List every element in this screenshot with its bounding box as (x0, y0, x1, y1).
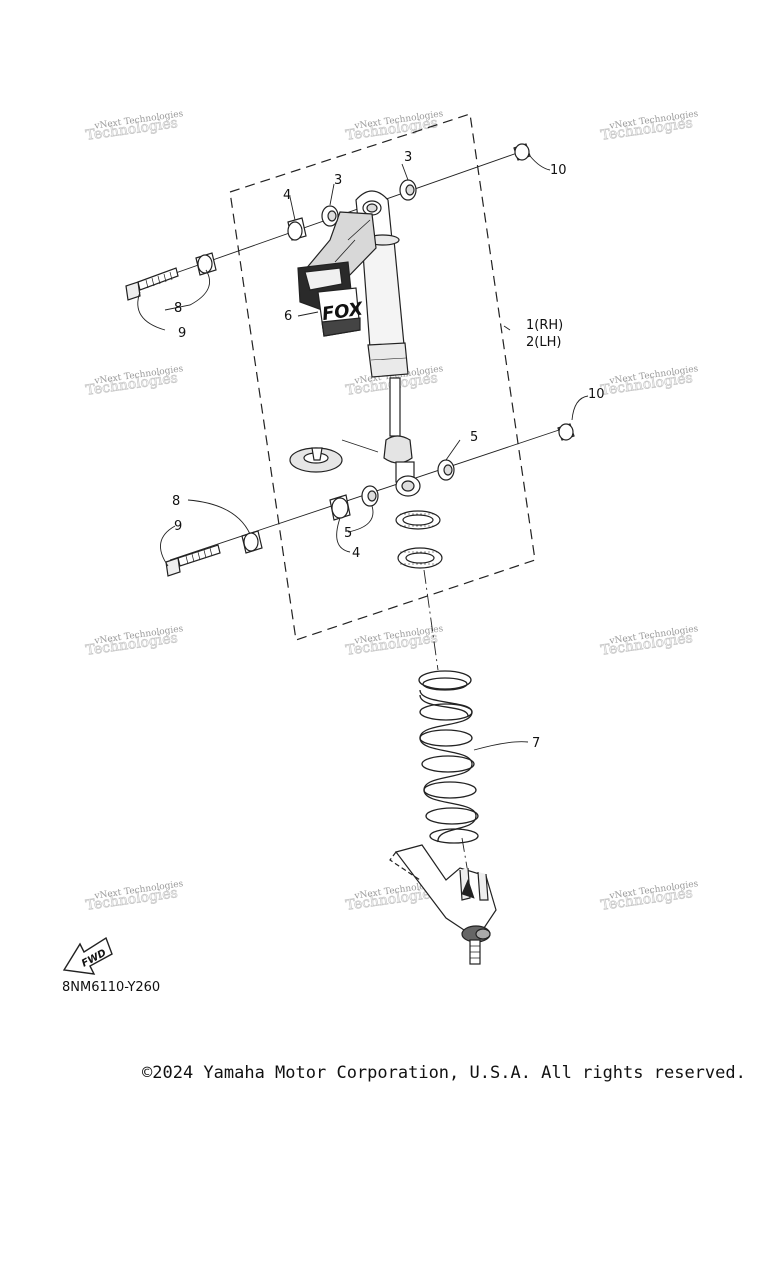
callout-9: 9 (178, 326, 186, 341)
reservoir-canister: FOX (297, 261, 365, 337)
callout-7: 7 (532, 736, 540, 751)
callout-10: 10 (550, 163, 567, 178)
callout-3: 3 (404, 150, 412, 165)
callout-9: 9 (174, 519, 182, 534)
callout-2: 2(LH) (526, 335, 561, 350)
callout-10: 10 (588, 387, 605, 402)
install-arrow (461, 878, 475, 899)
retainer-clip (289, 439, 379, 473)
upper-hardware (125, 143, 531, 301)
leader-lines (137, 155, 589, 751)
callout-4: 4 (283, 188, 291, 203)
callout-6: 6 (284, 309, 292, 324)
callout-8: 8 (174, 301, 182, 316)
callout-3: 3 (334, 173, 342, 188)
callout-4: 4 (352, 546, 360, 561)
preload-rings (395, 510, 443, 569)
fwd-arrow-icon: FWD (62, 936, 113, 975)
callouts: 3 3 4 10 8 9 6 1(RH) 2(LH) 10 5 8 9 5 4 … (172, 150, 605, 751)
spring-lower-line (461, 837, 471, 886)
callout-5: 5 (470, 430, 478, 445)
assembly-boundary (229, 113, 536, 641)
coil-spring (418, 670, 479, 844)
lower-hardware (165, 423, 575, 577)
callout-8: 8 (172, 494, 180, 509)
lower-arm-bracket (389, 844, 497, 965)
callout-1: 1(RH) (526, 318, 563, 333)
spring-center-line (423, 569, 439, 671)
callout-5: 5 (344, 526, 352, 541)
copyright-notice: ©2024 Yamaha Motor Corporation, U.S.A. A… (142, 1063, 746, 1083)
diagram-code: 8NM6110-Y260 (62, 980, 161, 995)
